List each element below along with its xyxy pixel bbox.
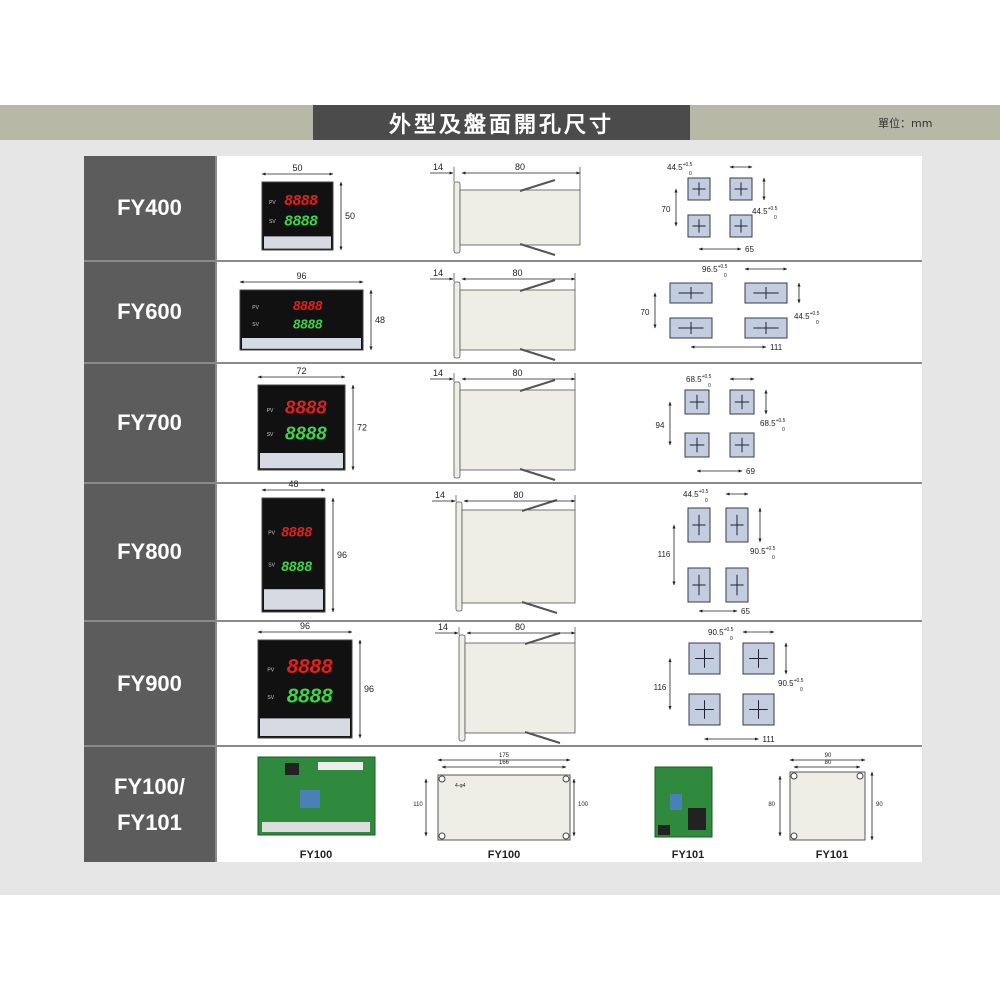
model-cell: FY800 <box>84 484 217 620</box>
model-name: FY400 <box>117 195 182 220</box>
model-name: FY900 <box>117 670 182 696</box>
model-cell: FY100/FY101 <box>84 747 217 862</box>
model-cell: FY700 <box>84 364 217 482</box>
model-cell: FY400 <box>84 156 217 260</box>
table-row: FY600 <box>84 262 922 364</box>
page-title: 外型及盤面開孔尺寸 <box>313 105 690 140</box>
model-cell: FY900 <box>84 622 217 745</box>
table-row: FY100/FY101 <box>84 747 922 862</box>
table-row: FY700 <box>84 364 922 484</box>
table-row: FY800 <box>84 484 922 622</box>
model-name: FY600 <box>117 299 182 324</box>
table-row: FY400 <box>84 156 922 262</box>
model-name: FY101 <box>117 809 182 835</box>
table-row: FY900 <box>84 622 922 747</box>
unit-label: 單位：mm <box>878 117 933 130</box>
model-name: FY800 <box>117 539 182 564</box>
model-cell: FY600 <box>84 262 217 362</box>
model-name: FY100/ <box>114 773 185 799</box>
dimension-table: FY400 FY600 FY700 FY800 FY900 FY100/FY10… <box>84 156 922 862</box>
model-name: FY700 <box>117 410 182 435</box>
